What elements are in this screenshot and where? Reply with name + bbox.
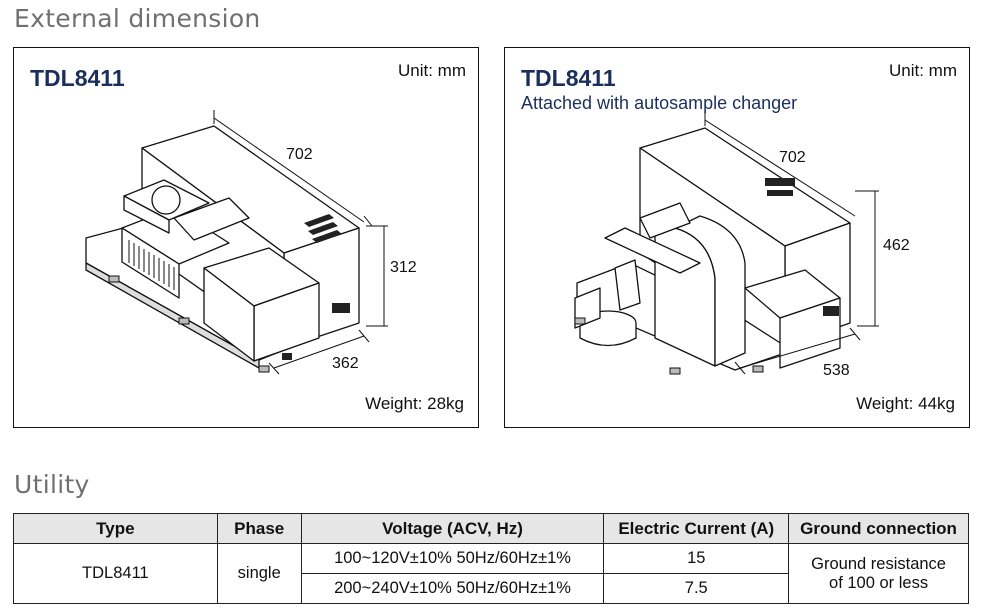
type-cell: TDL8411 bbox=[13, 543, 218, 604]
utility-table: Type Phase Voltage (ACV, Hz) Electric Cu… bbox=[13, 513, 969, 604]
column-header-phase: Phase bbox=[216, 513, 302, 544]
unit-label: Unit: mm bbox=[889, 61, 957, 80]
weight-label: Weight: 44kg bbox=[856, 394, 955, 413]
instrument-drawing bbox=[574, 112, 879, 375]
model-subtitle: Attached with autosample changer bbox=[521, 93, 798, 113]
instrument-drawing bbox=[85, 110, 388, 375]
height-dimension: 312 bbox=[390, 259, 417, 276]
ground-line-1: Ground resistance bbox=[811, 554, 946, 573]
weight-label: Weight: 28kg bbox=[365, 394, 464, 413]
panel-standard: TDL8411 Unit: mm bbox=[13, 47, 479, 428]
column-header-type: Type bbox=[13, 513, 218, 544]
current-cell: 15 bbox=[603, 543, 790, 574]
model-title: TDL8411 bbox=[521, 65, 616, 91]
depth-dimension: 538 bbox=[823, 362, 850, 379]
ground-cell: Ground resistance of 100 or less bbox=[788, 543, 969, 604]
width-dimension: 702 bbox=[286, 146, 313, 163]
phase-cell: single bbox=[216, 543, 302, 604]
column-header-current: Electric Current (A) bbox=[603, 513, 790, 544]
unit-label: Unit: mm bbox=[398, 61, 466, 80]
column-header-ground: Ground connection bbox=[788, 513, 969, 544]
table-row: TDL8411 single 100~120V±10% 50Hz/60Hz±1%… bbox=[13, 543, 969, 604]
utility-heading: Utility bbox=[14, 470, 90, 499]
ground-line-2: of 100 or less bbox=[829, 573, 929, 592]
column-header-voltage: Voltage (ACV, Hz) bbox=[300, 513, 605, 544]
voltage-cell: 100~120V±10% 50Hz/60Hz±1% bbox=[300, 543, 605, 574]
current-cell: 7.5 bbox=[603, 573, 790, 604]
voltage-cell: 200~240V±10% 50Hz/60Hz±1% bbox=[300, 573, 605, 604]
external-dimension-heading: External dimension bbox=[14, 4, 261, 33]
table-row: 200~240V±10% 50Hz/60Hz±1% 7.5 bbox=[14, 573, 969, 604]
depth-dimension: 362 bbox=[332, 355, 359, 372]
width-dimension: 702 bbox=[779, 149, 806, 166]
model-title: TDL8411 bbox=[30, 65, 125, 91]
table-header-row: Type Phase Voltage (ACV, Hz) Electric Cu… bbox=[13, 513, 969, 544]
height-dimension: 462 bbox=[883, 237, 910, 254]
panel-autosampler: TDL8411 Attached with autosample changer… bbox=[504, 47, 970, 428]
